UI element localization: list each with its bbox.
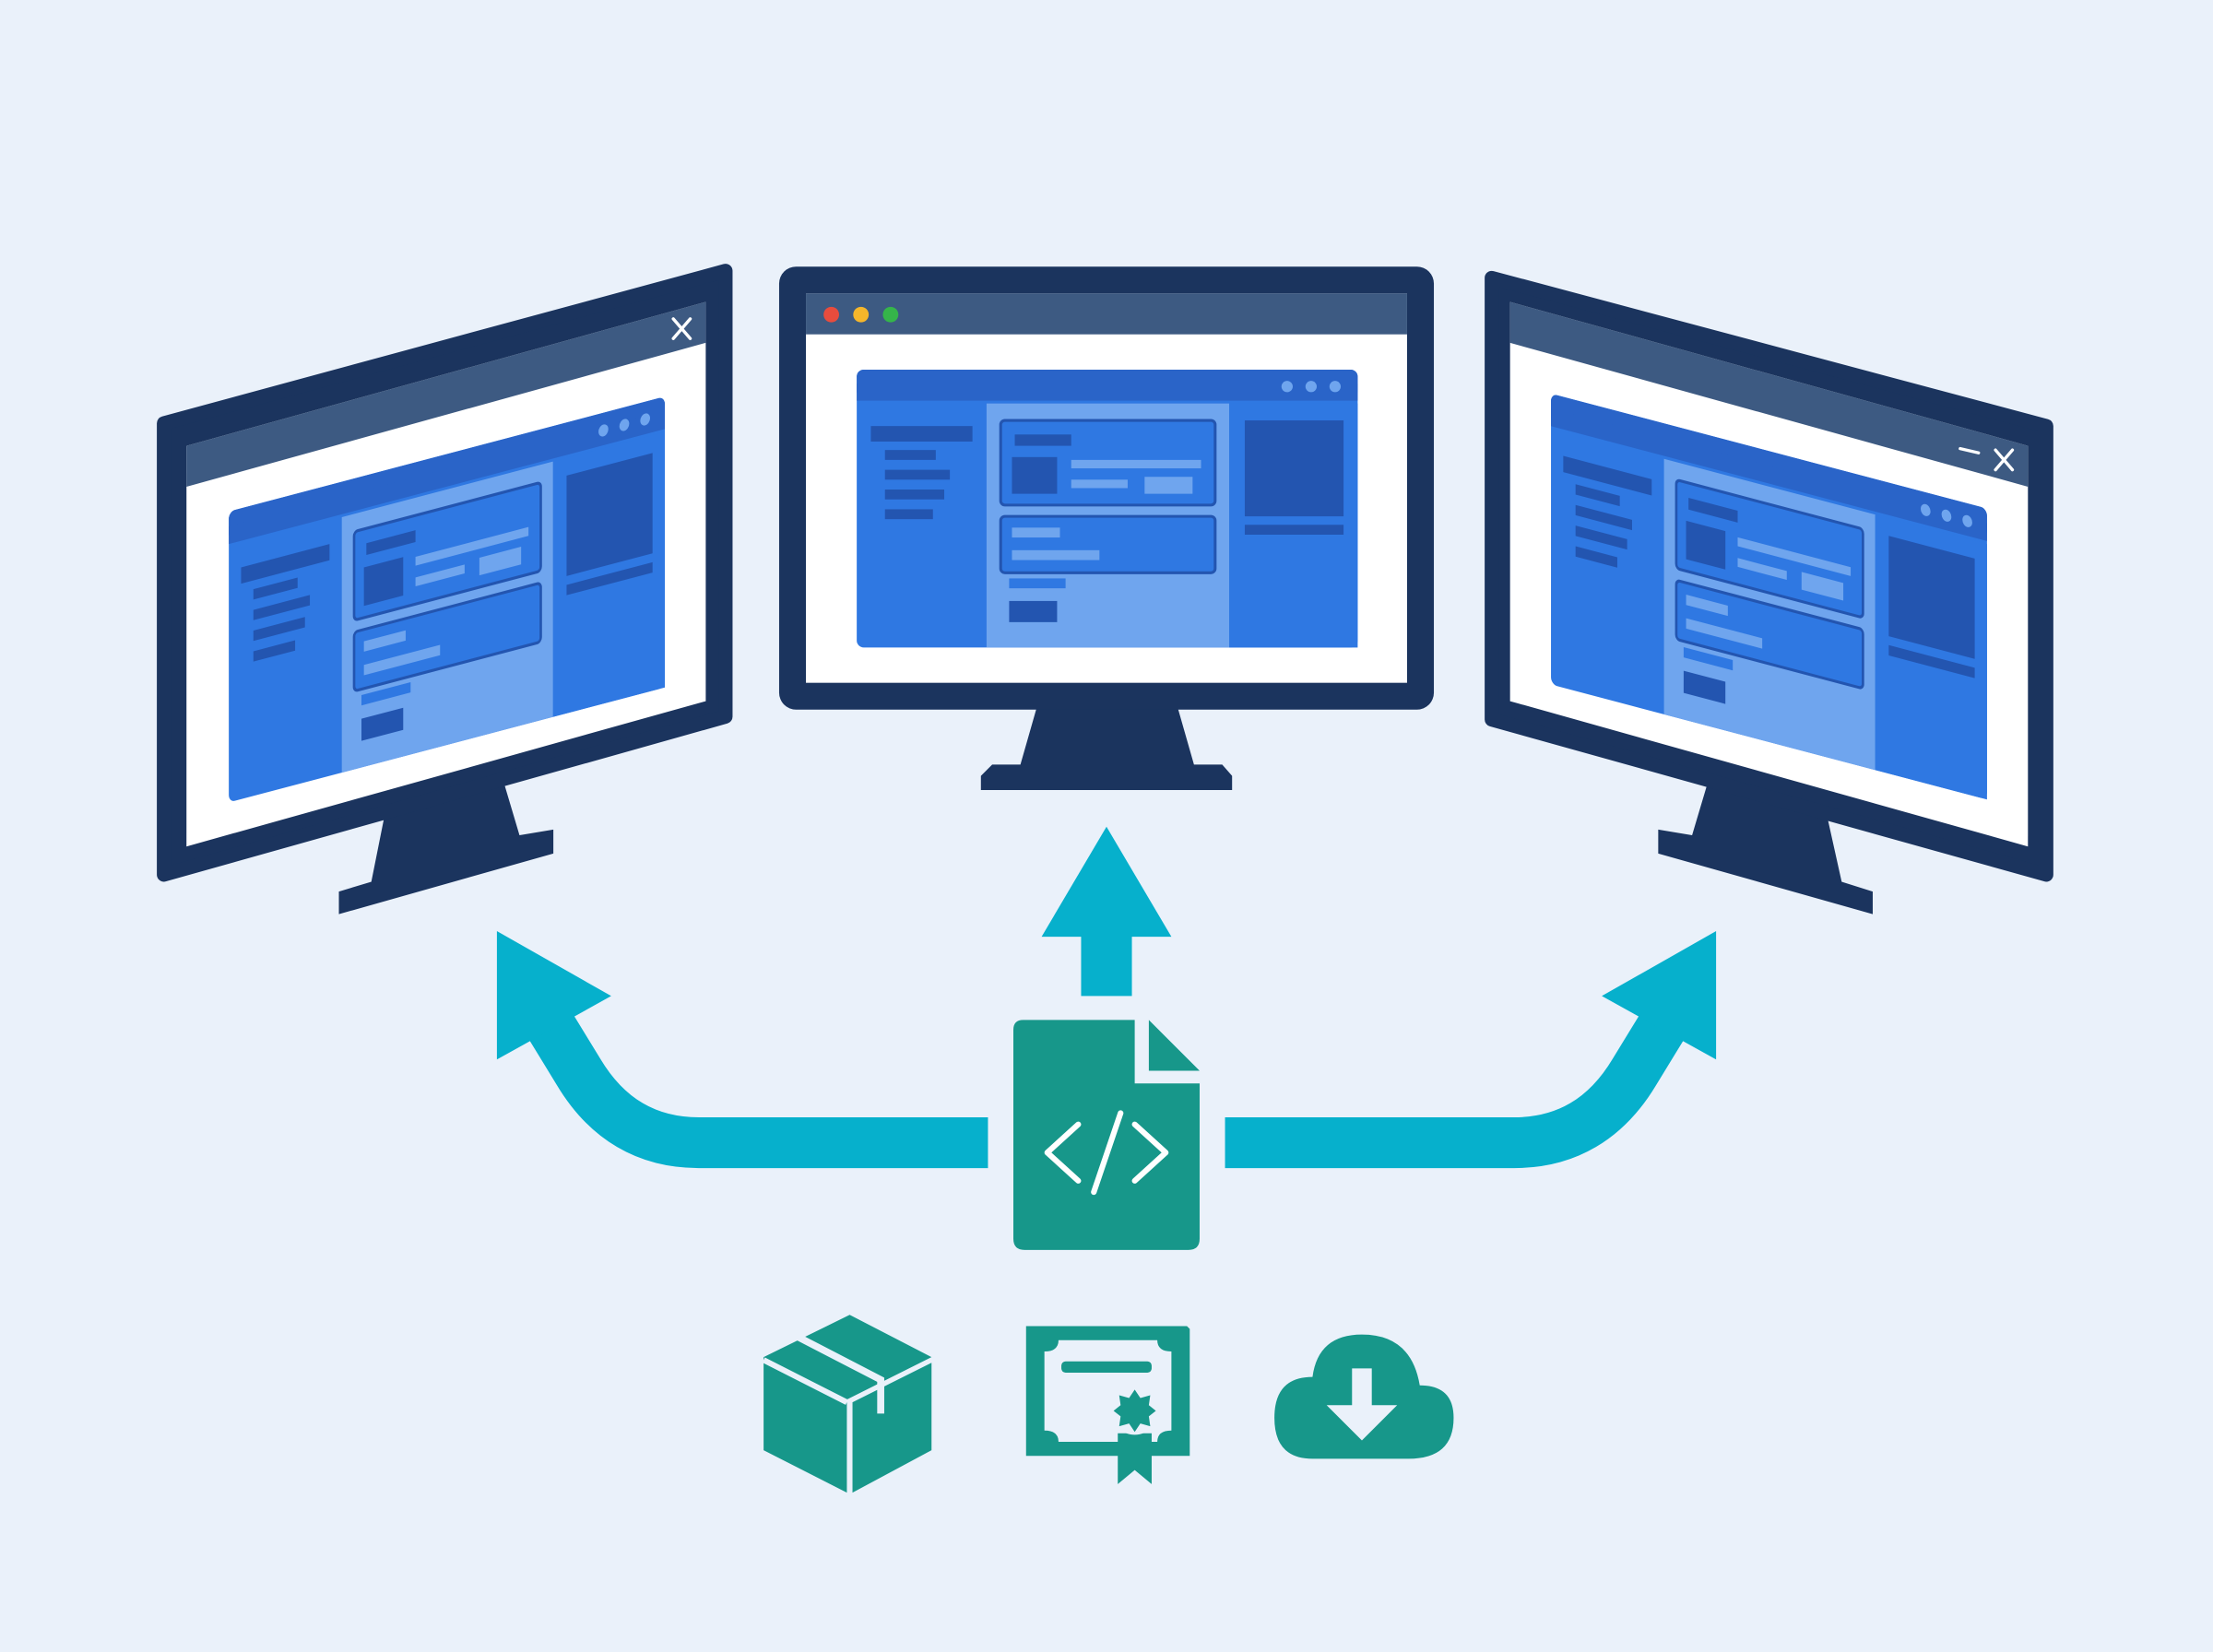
monitor-center-title-bar <box>806 293 1407 335</box>
minimize-icon[interactable] <box>1959 446 1981 454</box>
window-close-dot[interactable] <box>823 306 840 323</box>
code-file-icon <box>1012 1020 1201 1250</box>
certificate-icon <box>1025 1326 1190 1484</box>
monitor-center <box>778 266 1435 790</box>
window-maximize-dot[interactable] <box>882 306 899 323</box>
window-minimize-dot[interactable] <box>853 306 870 323</box>
monitor-left <box>157 264 733 914</box>
package-box-icon <box>762 1315 932 1493</box>
arrow-to-right-monitor <box>1225 931 1717 1169</box>
monitor-center-stand <box>980 705 1233 790</box>
monitor-right-title-bar <box>1509 301 2029 487</box>
monitor-center-app-window <box>855 368 1359 649</box>
close-icon[interactable] <box>1994 448 2015 472</box>
monitor-right <box>1485 270 2053 914</box>
arrow-to-center-monitor <box>1041 826 1172 997</box>
monitor-left-title-bar <box>186 301 706 487</box>
close-icon[interactable] <box>671 317 692 340</box>
cloud-download-icon <box>1274 1334 1454 1459</box>
arrow-to-left-monitor <box>496 931 988 1169</box>
